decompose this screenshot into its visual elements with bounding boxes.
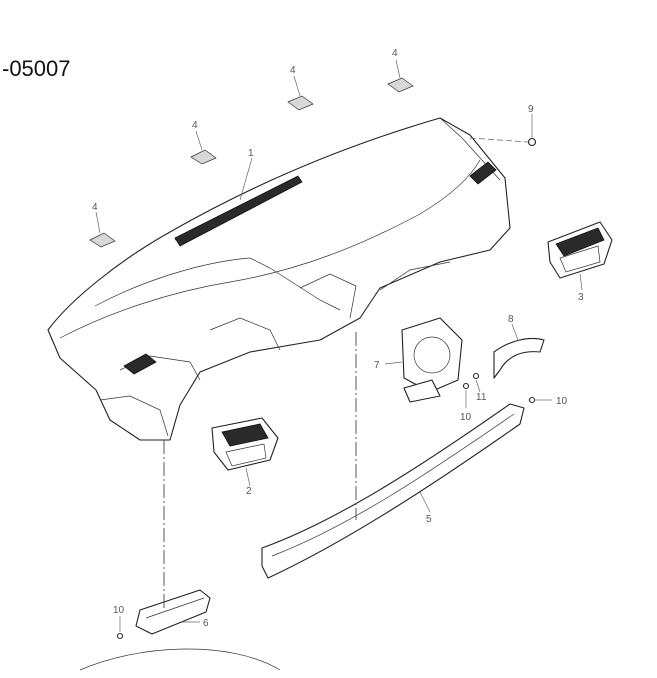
nut-9 bbox=[469, 114, 537, 147]
callout-9: 9 bbox=[528, 104, 534, 115]
callout-6: 6 bbox=[203, 618, 209, 629]
callout-4-b: 4 bbox=[290, 65, 296, 76]
callout-1: 1 bbox=[248, 148, 254, 159]
screw-11 bbox=[472, 372, 481, 393]
callout-10-mid: 10 bbox=[460, 412, 472, 423]
instrument-panel bbox=[47, 117, 511, 441]
screw-10-right bbox=[528, 396, 552, 404]
callout-10-left: 10 bbox=[113, 605, 125, 616]
callout-7: 7 bbox=[374, 360, 380, 371]
callout-5: 5 bbox=[426, 514, 432, 525]
callout-8: 8 bbox=[508, 314, 514, 325]
callout-4-c: 4 bbox=[192, 120, 198, 131]
pad-4-d bbox=[89, 211, 116, 248]
callout-11: 11 bbox=[476, 392, 487, 403]
screw-10-mid bbox=[462, 382, 470, 408]
callout-10-right: 10 bbox=[556, 396, 568, 407]
lower-left-trim-6 bbox=[135, 589, 211, 635]
callout-4-a: 4 bbox=[392, 48, 398, 59]
pad-4-b bbox=[287, 75, 314, 111]
air-vent-right-3 bbox=[547, 221, 613, 291]
callout-3: 3 bbox=[578, 292, 584, 303]
screw-10-left bbox=[116, 616, 124, 640]
cover-8 bbox=[493, 323, 545, 379]
pad-4-a bbox=[387, 59, 414, 93]
diagram-id-label: -05007 bbox=[2, 56, 71, 81]
air-vent-left-2 bbox=[211, 417, 279, 487]
pad-4-c bbox=[190, 130, 217, 165]
callout-4-d: 4 bbox=[92, 202, 98, 213]
callout-2: 2 bbox=[246, 486, 252, 497]
bracket-7 bbox=[384, 317, 463, 403]
floor-curve bbox=[79, 648, 281, 671]
lower-trim-5 bbox=[261, 403, 525, 579]
